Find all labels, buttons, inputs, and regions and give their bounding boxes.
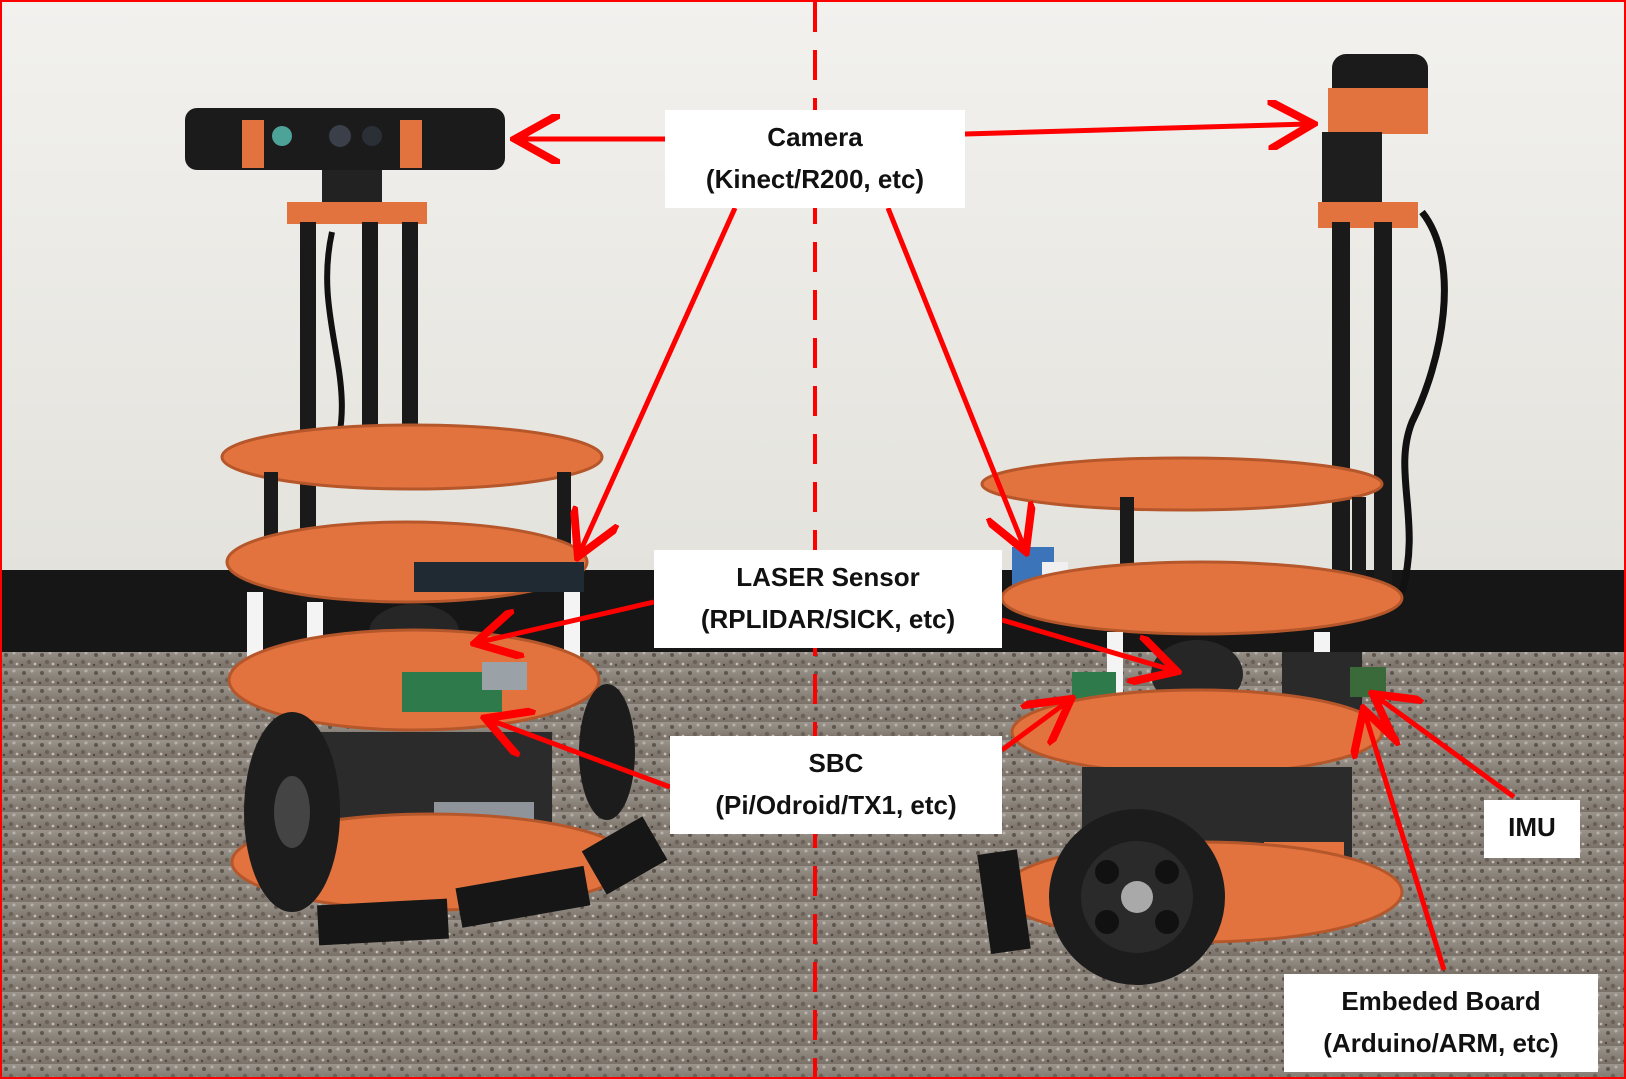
laser-sensor-label: LASER Sensor (RPLIDAR/SICK, etc) [654,550,1002,648]
sbc-label-line2: (Pi/Odroid/TX1, etc) [715,790,957,820]
left-laser-sensor [414,562,584,592]
laser-sensor-label-line2: (RPLIDAR/SICK, etc) [700,604,956,634]
embedded-board-label-line2: (Arduino/ARM, etc) [1323,1028,1559,1058]
camera-label: Camera (Kinect/R200, etc) [665,110,965,208]
imu-label: IMU [1484,800,1580,858]
laser-sensor-label-line1: LASER Sensor [736,562,920,592]
embedded-board-label-line1: Embeded Board [1341,986,1541,1016]
camera-label-line1: Camera [767,122,863,152]
sbc-label-line1: SBC [808,748,864,778]
camera-label-line2: (Kinect/R200, etc) [705,164,925,194]
imu-label-line1: IMU [1508,812,1556,842]
sbc-label: SBC (Pi/Odroid/TX1, etc) [670,736,1002,834]
embedded-board-label: Embeded Board (Arduino/ARM, etc) [1284,974,1598,1072]
right-robot [977,54,1448,985]
right-imu [1350,667,1386,697]
